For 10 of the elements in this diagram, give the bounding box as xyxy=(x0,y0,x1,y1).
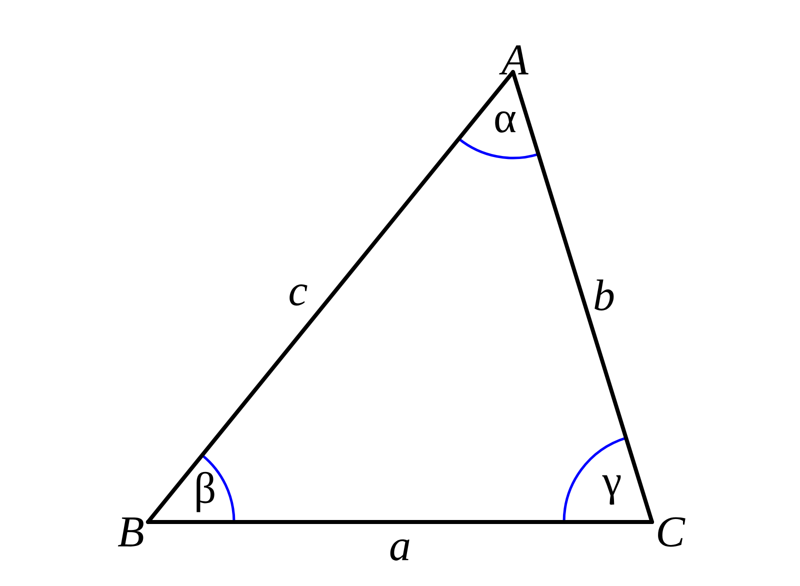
edge-label: c xyxy=(290,284,308,306)
triangle-side xyxy=(146,520,654,524)
vertex-label: B xyxy=(118,518,144,546)
edge-label: b xyxy=(594,280,614,310)
vertex-label: C xyxy=(658,517,686,547)
edge-label: a xyxy=(390,539,410,561)
angle-label: β xyxy=(196,472,214,512)
vertex-label: A xyxy=(499,45,528,74)
angle-label: α xyxy=(495,111,516,133)
angle-label: γ xyxy=(602,475,621,505)
